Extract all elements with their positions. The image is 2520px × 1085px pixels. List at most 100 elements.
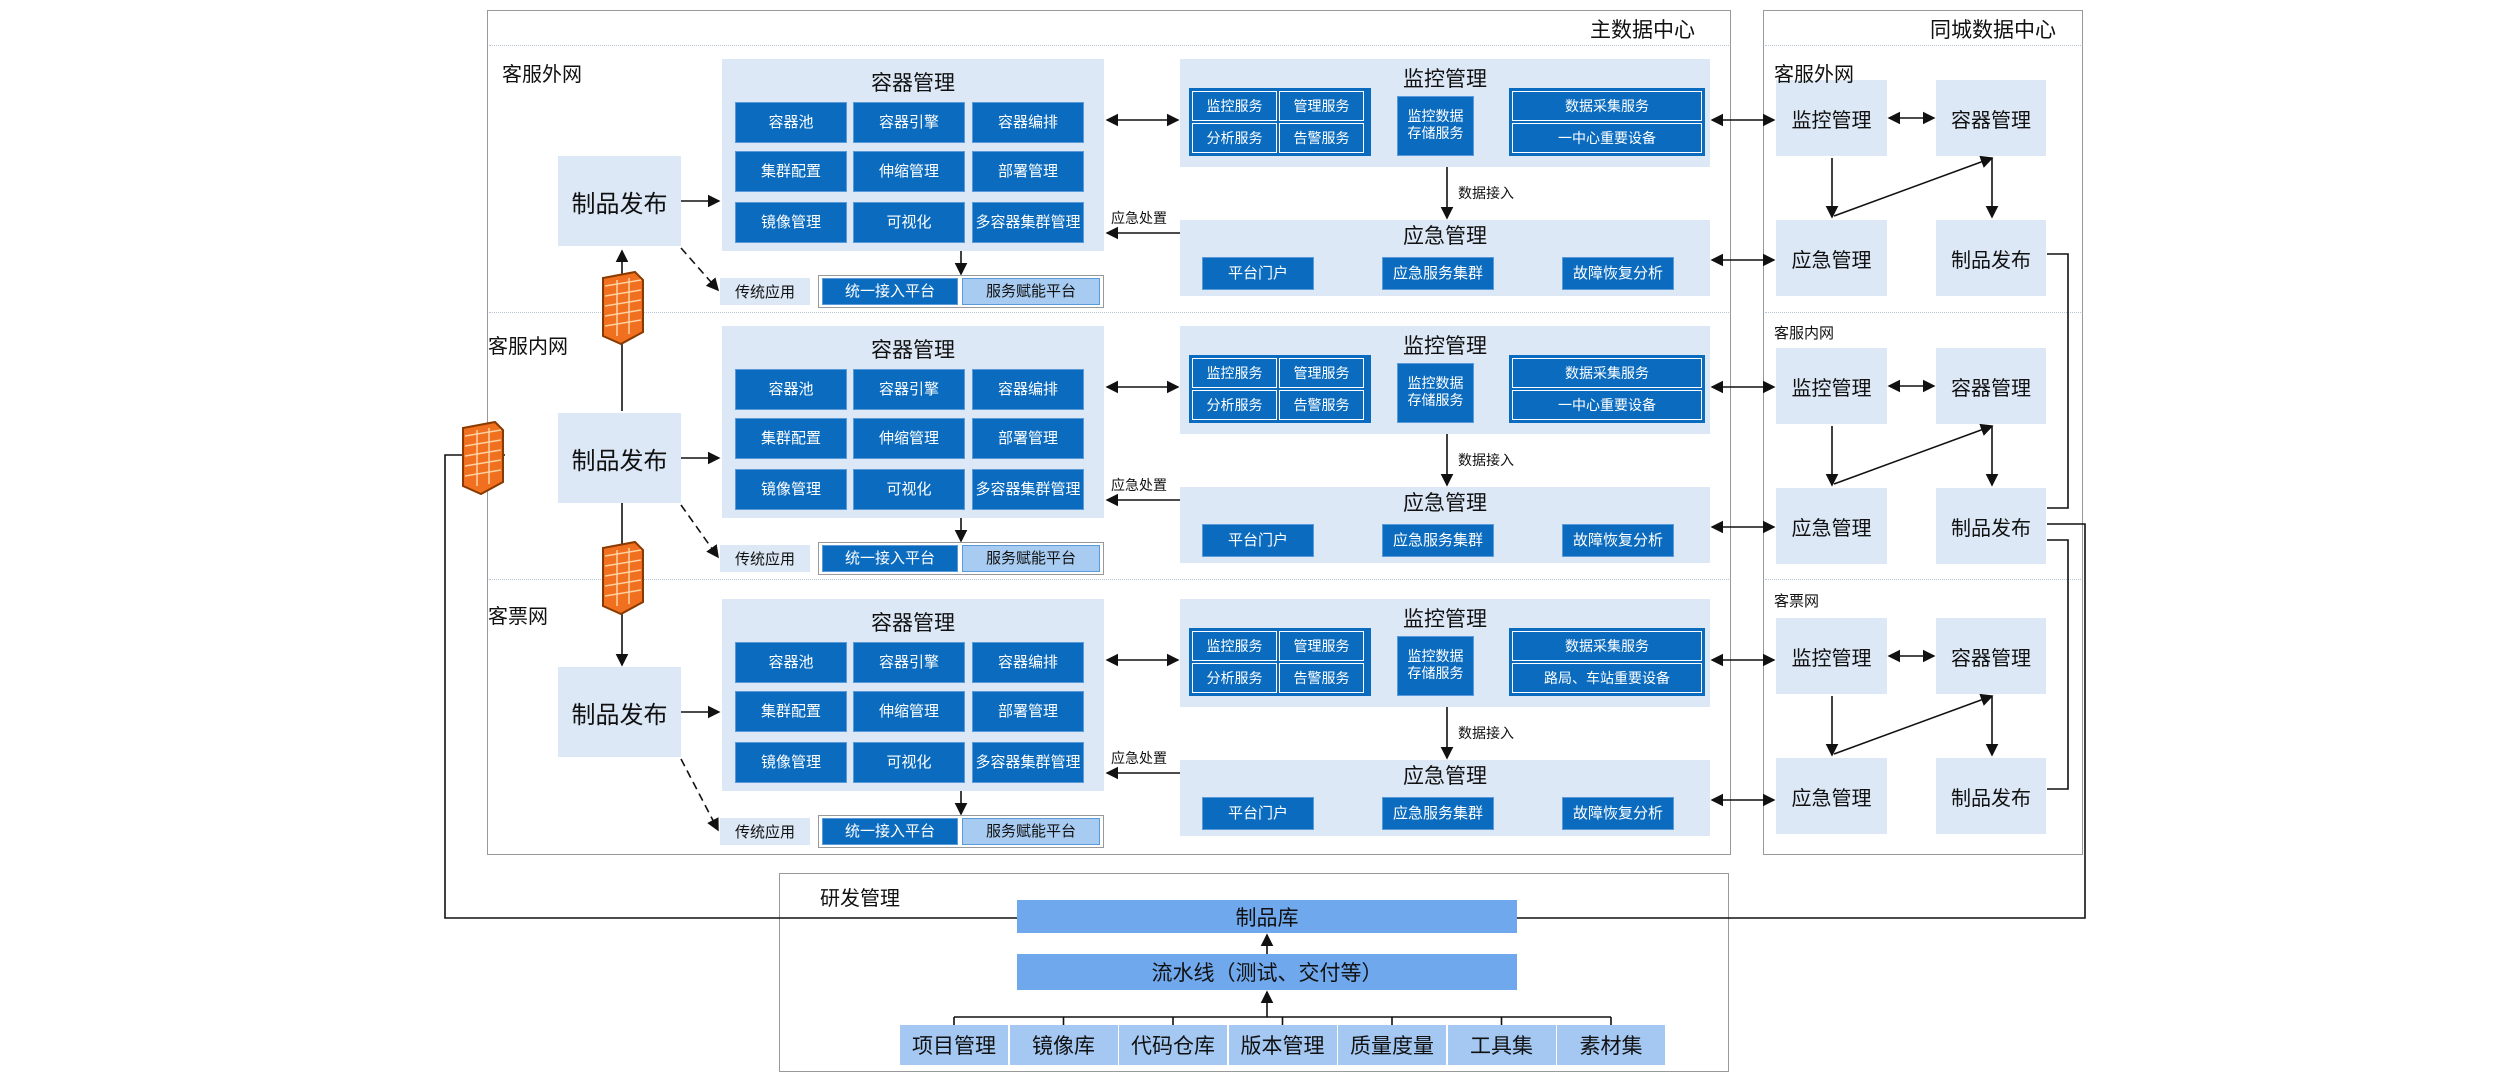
container-title: 容器管理: [871, 71, 955, 95]
legacy-app[interactable]: 传统应用: [720, 545, 810, 572]
city-release[interactable]: 制品发布: [1936, 220, 2046, 296]
container-cell[interactable]: 多容器集群管理: [972, 742, 1084, 783]
network-label: 客服外网: [502, 62, 582, 86]
container-cell[interactable]: 伸缩管理: [853, 151, 965, 192]
container-cell[interactable]: 容器池: [735, 642, 847, 683]
container-cell[interactable]: 部署管理: [972, 151, 1084, 192]
monitor-service[interactable]: 管理服务: [1279, 358, 1364, 388]
service-enable-platform[interactable]: 服务赋能平台: [962, 278, 1100, 305]
monitor-storage[interactable]: 监控数据存储服务: [1397, 636, 1474, 696]
container-cell[interactable]: 容器引擎: [853, 102, 965, 143]
container-cell[interactable]: 镜像管理: [735, 202, 847, 243]
service-enable-platform[interactable]: 服务赋能平台: [962, 818, 1100, 845]
container-cell[interactable]: 多容器集群管理: [972, 469, 1084, 510]
container-cell[interactable]: 多容器集群管理: [972, 202, 1084, 243]
network-label: 客服内网: [488, 334, 568, 358]
legacy-app[interactable]: 传统应用: [720, 818, 810, 845]
key-devices[interactable]: 路局、车站重要设备: [1512, 663, 1702, 693]
emergency-cell[interactable]: 平台门户: [1202, 524, 1314, 557]
rd-item[interactable]: 项目管理: [900, 1025, 1008, 1065]
monitor-service[interactable]: 管理服务: [1279, 631, 1364, 661]
container-cell[interactable]: 伸缩管理: [853, 418, 965, 459]
container-cell[interactable]: 容器池: [735, 369, 847, 410]
monitor-panel: 监控管理监控服务管理服务分析服务告警服务监控数据存储服务数据采集服务一中心重要设…: [1180, 326, 1710, 434]
container-cell[interactable]: 容器引擎: [853, 642, 965, 683]
emergency-cell[interactable]: 故障恢复分析: [1562, 797, 1674, 830]
container-cell[interactable]: 容器编排: [972, 102, 1084, 143]
rd-item[interactable]: 素材集: [1557, 1025, 1665, 1065]
city-network-label: 客服外网: [1774, 62, 1854, 86]
monitor-service[interactable]: 告警服务: [1279, 390, 1364, 420]
city-monitor[interactable]: 监控管理: [1776, 618, 1887, 694]
monitor-service[interactable]: 监控服务: [1192, 358, 1277, 388]
city-emergency[interactable]: 应急管理: [1776, 758, 1887, 834]
service-enable-platform[interactable]: 服务赋能平台: [962, 545, 1100, 572]
city-data-center: [1763, 10, 2083, 855]
emergency-cell[interactable]: 故障恢复分析: [1562, 257, 1674, 290]
city-emergency[interactable]: 应急管理: [1776, 220, 1887, 296]
release-box[interactable]: 制品发布: [558, 156, 681, 246]
release-box[interactable]: 制品发布: [558, 667, 681, 757]
emergency-cell[interactable]: 平台门户: [1202, 257, 1314, 290]
unified-access-platform[interactable]: 统一接入平台: [822, 818, 958, 845]
rd-item[interactable]: 质量度量: [1338, 1025, 1446, 1065]
data-collect-service[interactable]: 数据采集服务: [1512, 358, 1702, 388]
container-cell[interactable]: 可视化: [853, 202, 965, 243]
container-cell[interactable]: 部署管理: [972, 418, 1084, 459]
pipeline[interactable]: 流水线（测试、交付等）: [1017, 954, 1517, 990]
city-data-center-title: 同城数据中心: [1930, 18, 2056, 42]
monitor-service[interactable]: 分析服务: [1192, 663, 1277, 693]
monitor-service[interactable]: 监控服务: [1192, 91, 1277, 121]
data-collect-service[interactable]: 数据采集服务: [1512, 631, 1702, 661]
container-cell[interactable]: 可视化: [853, 742, 965, 783]
container-cell[interactable]: 镜像管理: [735, 742, 847, 783]
rd-item[interactable]: 版本管理: [1228, 1025, 1337, 1065]
monitor-storage[interactable]: 监控数据存储服务: [1397, 363, 1474, 423]
emergency-cell[interactable]: 故障恢复分析: [1562, 524, 1674, 557]
city-container[interactable]: 容器管理: [1936, 80, 2046, 156]
city-container[interactable]: 容器管理: [1936, 348, 2046, 424]
key-devices[interactable]: 一中心重要设备: [1512, 390, 1702, 420]
monitor-service[interactable]: 监控服务: [1192, 631, 1277, 661]
city-container[interactable]: 容器管理: [1936, 618, 2046, 694]
container-cell[interactable]: 集群配置: [735, 691, 847, 732]
monitor-service[interactable]: 分析服务: [1192, 123, 1277, 153]
rd-item[interactable]: 工具集: [1447, 1025, 1556, 1065]
container-cell[interactable]: 集群配置: [735, 151, 847, 192]
emergency-cell[interactable]: 平台门户: [1202, 797, 1314, 830]
city-release[interactable]: 制品发布: [1936, 758, 2046, 834]
container-cell[interactable]: 容器池: [735, 102, 847, 143]
monitor-service[interactable]: 告警服务: [1279, 663, 1364, 693]
key-devices[interactable]: 一中心重要设备: [1512, 123, 1702, 153]
legacy-app[interactable]: 传统应用: [720, 278, 810, 305]
rd-item[interactable]: 代码仓库: [1119, 1025, 1227, 1065]
container-cell[interactable]: 伸缩管理: [853, 691, 965, 732]
connector-line: [1517, 523, 2086, 919]
emergency-cell[interactable]: 应急服务集群: [1382, 257, 1494, 290]
data-collect-service[interactable]: 数据采集服务: [1512, 91, 1702, 121]
container-cell[interactable]: 可视化: [853, 469, 965, 510]
rd-item[interactable]: 镜像库: [1009, 1025, 1118, 1065]
monitor-service[interactable]: 管理服务: [1279, 91, 1364, 121]
city-emergency[interactable]: 应急管理: [1776, 488, 1887, 564]
monitor-service[interactable]: 告警服务: [1279, 123, 1364, 153]
monitor-storage[interactable]: 监控数据存储服务: [1397, 96, 1474, 156]
artifact-repo[interactable]: 制品库: [1017, 900, 1517, 933]
city-release[interactable]: 制品发布: [1936, 488, 2046, 564]
container-cell[interactable]: 部署管理: [972, 691, 1084, 732]
emergency-cell[interactable]: 应急服务集群: [1382, 524, 1494, 557]
city-monitor[interactable]: 监控管理: [1776, 80, 1887, 156]
container-title: 容器管理: [871, 338, 955, 362]
container-cell[interactable]: 容器编排: [972, 369, 1084, 410]
container-cell[interactable]: 容器编排: [972, 642, 1084, 683]
unified-access-platform[interactable]: 统一接入平台: [822, 278, 958, 305]
city-monitor[interactable]: 监控管理: [1776, 348, 1887, 424]
monitor-service[interactable]: 分析服务: [1192, 390, 1277, 420]
container-cell[interactable]: 集群配置: [735, 418, 847, 459]
container-cell[interactable]: 容器引擎: [853, 369, 965, 410]
connector-arrow: [680, 247, 720, 292]
container-cell[interactable]: 镜像管理: [735, 469, 847, 510]
emergency-cell[interactable]: 应急服务集群: [1382, 797, 1494, 830]
unified-access-platform[interactable]: 统一接入平台: [822, 545, 958, 572]
release-box[interactable]: 制品发布: [558, 413, 681, 503]
